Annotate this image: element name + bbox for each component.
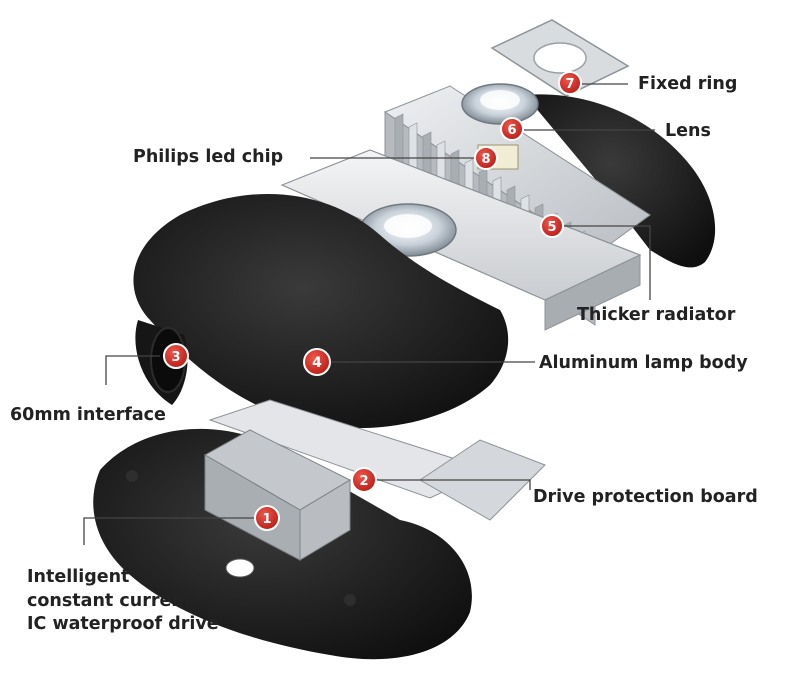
leader-line-3 — [105, 355, 160, 385]
lens-part — [461, 83, 539, 125]
callout-marker-5: 5 — [540, 214, 564, 238]
marker-number-8: 8 — [481, 152, 490, 167]
label-intelligent-drive-line-2: constant current — [27, 590, 193, 611]
leader-line-5 — [552, 225, 651, 300]
marker-number-6: 6 — [507, 123, 516, 138]
callout-marker-6: 6 — [500, 117, 524, 141]
marker-number-5: 5 — [547, 220, 556, 235]
rear-housing-cap — [525, 94, 716, 268]
label-thicker-radiator: Thicker radiator — [577, 305, 736, 325]
marker-number-7: 7 — [565, 77, 574, 92]
label-philips-led-chip: Philips led chip — [133, 147, 284, 167]
leader-lines — [83, 83, 655, 545]
label-fixed-ring: Fixed ring — [638, 74, 738, 94]
marker-number-1: 1 — [262, 512, 271, 527]
driver-box — [203, 429, 352, 561]
callout-marker-7: 7 — [558, 71, 582, 95]
callout-marker-1: 1 — [254, 505, 280, 531]
marker-number-3: 3 — [171, 350, 180, 365]
label-aluminum-lamp-body: Aluminum lamp body — [539, 353, 748, 373]
label-drive-protection-board: Drive protection board — [533, 487, 758, 507]
callout-marker-2: 2 — [351, 467, 377, 493]
label-lens: Lens — [665, 121, 711, 141]
label-intelligent-drive-line-1: Intelligent — [27, 567, 130, 587]
callout-marker-4: 4 — [303, 348, 331, 376]
label-intelligent-drive: Intelligent constant current IC waterpro… — [27, 566, 287, 637]
callout-marker-3: 3 — [163, 343, 189, 369]
label-intelligent-drive-line-3: IC waterproof drive — [27, 614, 219, 635]
aluminum-frame — [280, 149, 642, 331]
leader-line-1 — [83, 517, 267, 545]
main-housing — [133, 193, 509, 429]
leader-line-2 — [364, 479, 531, 490]
marker-number-2: 2 — [359, 474, 368, 489]
fixed-ring-part — [490, 19, 630, 97]
label-60mm-interface: 60mm interface — [10, 405, 166, 425]
marker-number-4: 4 — [312, 355, 322, 371]
callout-marker-8: 8 — [474, 146, 498, 170]
